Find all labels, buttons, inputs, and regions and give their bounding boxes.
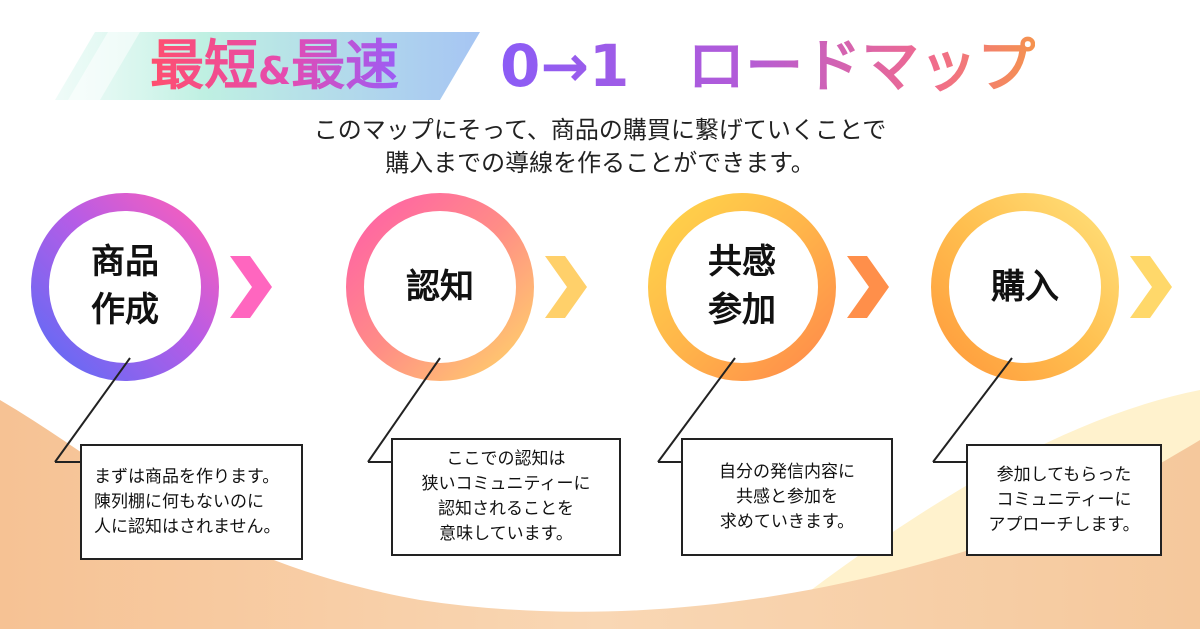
- step-1-label-line-1: 商品: [91, 242, 159, 282]
- step-3-desc-line-1: 自分の発信内容に: [719, 461, 855, 482]
- subtitle-line-1: このマップにそって、商品の購買に繋げていくことで: [313, 116, 887, 144]
- step-1-label-line-2: 作成: [91, 290, 159, 330]
- step-3-desc-line-2: 共感と参加を: [736, 486, 838, 507]
- title-band: [55, 32, 480, 100]
- main-title: 最短&最速: [150, 30, 399, 102]
- step-3-desc-line-3: 求めていきます。: [719, 511, 855, 532]
- step-1-desc-line-2: 陳列棚に何もないのに: [94, 491, 264, 512]
- step-1-callout: まずは商品を作ります。 陳列棚に何もないのに 人に認知はされません。: [80, 444, 303, 560]
- step-4-label-line-1: 購入: [991, 267, 1059, 307]
- step-4-desc-line-2: コミュニティーに: [996, 489, 1132, 510]
- step-4-label: 購入: [950, 263, 1100, 311]
- step-2-desc-line-3: 認知されることを: [438, 499, 574, 519]
- step-4-graphic: [931, 193, 1172, 463]
- step-2-desc-line-1: ここでの認知は: [446, 449, 566, 469]
- step-2-desc-line-4: 意味しています。: [439, 524, 573, 544]
- step-2-label: 認知: [365, 263, 515, 311]
- step-2-callout: ここでの認知は 狭いコミュニティーに 認知されることを 意味しています。: [391, 438, 621, 556]
- step-1-graphic: [31, 193, 272, 463]
- step-3-label-line-1: 共感: [708, 242, 776, 282]
- step-4-callout: 参加してもらった コミュニティーに アプローチします。: [966, 444, 1162, 556]
- title-part-2: 最速: [291, 34, 400, 97]
- step-4-desc-line-1: 参加してもらった: [996, 464, 1132, 485]
- step-3-callout: 自分の発信内容に 共感と参加を 求めていきます。: [681, 438, 893, 556]
- step-4-desc-line-3: アプローチします。: [988, 514, 1140, 535]
- title-part-1: 最短: [150, 34, 258, 97]
- step-1-desc-line-1: まずは商品を作ります。: [94, 466, 280, 487]
- step-3-graphic: [648, 193, 889, 463]
- title-band-stripe: [68, 32, 140, 100]
- step-2-graphic: [346, 193, 587, 463]
- step-1-label: 商品 作成: [50, 238, 200, 334]
- roadmap-title: 0→1 ロードマップ: [500, 32, 1036, 100]
- subtitle-line-2: 購入までの導線を作ることができます。: [385, 149, 815, 177]
- step-1-desc-line-3: 人に認知はされません。: [94, 516, 281, 537]
- bottom-wave: [0, 400, 1200, 629]
- step-3-label-line-2: 参加: [708, 290, 776, 330]
- step-2-desc-line-2: 狭いコミュニティーに: [421, 474, 591, 494]
- title-ampersand: &: [258, 49, 292, 93]
- step-3-label: 共感 参加: [667, 238, 817, 334]
- step-2-label-line-1: 認知: [406, 267, 474, 307]
